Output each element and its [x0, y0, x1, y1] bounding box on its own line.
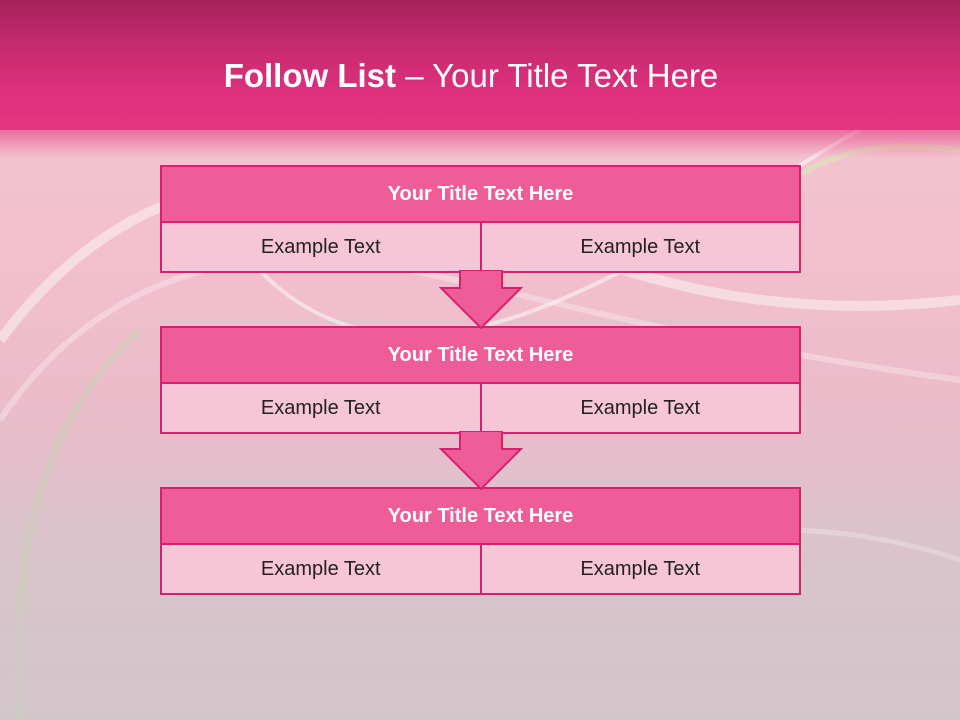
down-arrow-icon	[439, 270, 523, 330]
step-cell-left: Example Text	[162, 223, 480, 271]
step-title: Your Title Text Here	[162, 167, 799, 223]
down-arrow-icon	[439, 431, 523, 491]
slide-title-bold: Follow List	[223, 57, 397, 94]
slide-title: Follow List – Your Title Text Here	[0, 56, 942, 96]
step-row: Example Text Example Text	[162, 223, 799, 271]
step-cell-right: Example Text	[479, 223, 799, 271]
step-box-3: Your Title Text Here Example Text Exampl…	[160, 487, 801, 595]
step-row: Example Text Example Text	[162, 384, 799, 432]
slide-header-band	[0, 0, 960, 158]
step-cell-right: Example Text	[479, 384, 799, 432]
step-cell-right: Example Text	[479, 545, 799, 593]
step-box-2: Your Title Text Here Example Text Exampl…	[160, 326, 801, 434]
step-title: Your Title Text Here	[162, 489, 799, 545]
step-row: Example Text Example Text	[162, 545, 799, 593]
slide-title-rest: – Your Title Text Here	[396, 57, 719, 94]
step-cell-left: Example Text	[162, 545, 480, 593]
step-title: Your Title Text Here	[162, 328, 799, 384]
step-cell-left: Example Text	[162, 384, 480, 432]
step-box-1: Your Title Text Here Example Text Exampl…	[160, 165, 801, 273]
